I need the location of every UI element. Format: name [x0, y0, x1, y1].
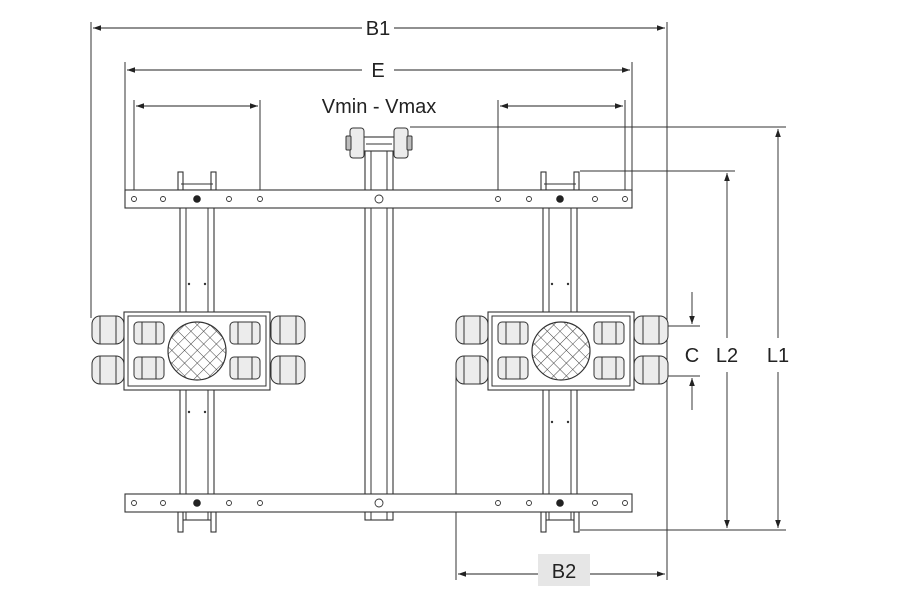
top-crossbar	[124, 189, 633, 209]
dimension-e: E	[127, 60, 630, 82]
label-l2: L2	[716, 345, 738, 367]
turntable-right	[531, 321, 591, 381]
dimension-b2: B2	[458, 554, 665, 586]
label-c: C	[685, 345, 699, 367]
label-b1: B1	[366, 18, 390, 40]
label-b2: B2	[552, 561, 576, 583]
rail-marks	[187, 282, 570, 424]
roller-skate-left	[91, 311, 306, 391]
center-beam	[364, 149, 394, 521]
turntable-left	[167, 321, 227, 381]
inner-rollers-left	[133, 321, 261, 380]
label-e: E	[371, 60, 384, 82]
outer-rollers-left	[91, 315, 306, 385]
dimension-b1: B1	[93, 18, 665, 40]
top-bracket-left	[177, 171, 217, 191]
dimension-v-range: Vmin - Vmax	[136, 96, 623, 118]
dimension-l2: L2	[716, 173, 738, 528]
dimension-c: C	[685, 292, 699, 410]
top-bracket-right	[540, 171, 580, 191]
label-l1: L1	[767, 345, 789, 367]
label-v-range: Vmin - Vmax	[322, 96, 436, 118]
tow-clevis	[345, 127, 413, 159]
dimension-l1: L1	[767, 129, 789, 528]
outer-rollers-right	[455, 315, 669, 385]
label-b2-box	[538, 554, 590, 586]
inner-rollers-right	[497, 321, 625, 380]
bottom-crossbar	[124, 493, 633, 513]
roller-skate-right	[455, 311, 669, 391]
